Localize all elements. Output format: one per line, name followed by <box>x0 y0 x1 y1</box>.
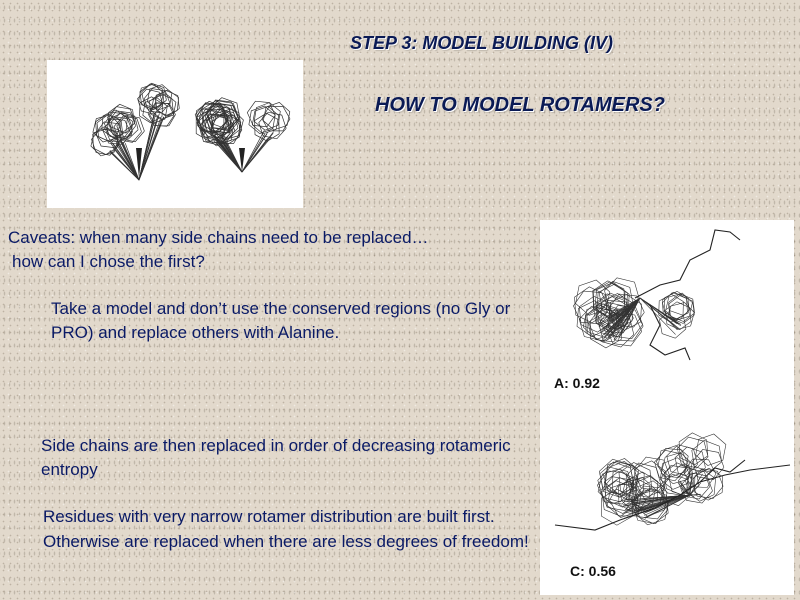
figure-label-c: C: 0.56 <box>570 563 616 579</box>
figure-label-a: A: 0.92 <box>554 375 600 391</box>
slide-subtitle: HOW TO MODEL ROTAMERS? <box>375 94 665 116</box>
slide-title: STEP 3: MODEL BUILDING (IV) <box>350 33 614 53</box>
rotameric-entropy-text: Side chains are then replaced in order o… <box>41 436 511 479</box>
alanine-replacement-text: Take a model and don’t use the conserved… <box>51 299 511 342</box>
rotamer-ensemble-image-top <box>47 60 303 208</box>
caveat-line-2: how can I chose the first? <box>12 252 205 271</box>
caveat-line-1: Caveats: when many side chains need to b… <box>8 228 429 247</box>
narrow-distribution-text: Residues with very narrow rotamer distri… <box>43 507 529 551</box>
rotamer-ensemble-image-right: A: 0.92 C: 0.56 <box>540 220 794 595</box>
